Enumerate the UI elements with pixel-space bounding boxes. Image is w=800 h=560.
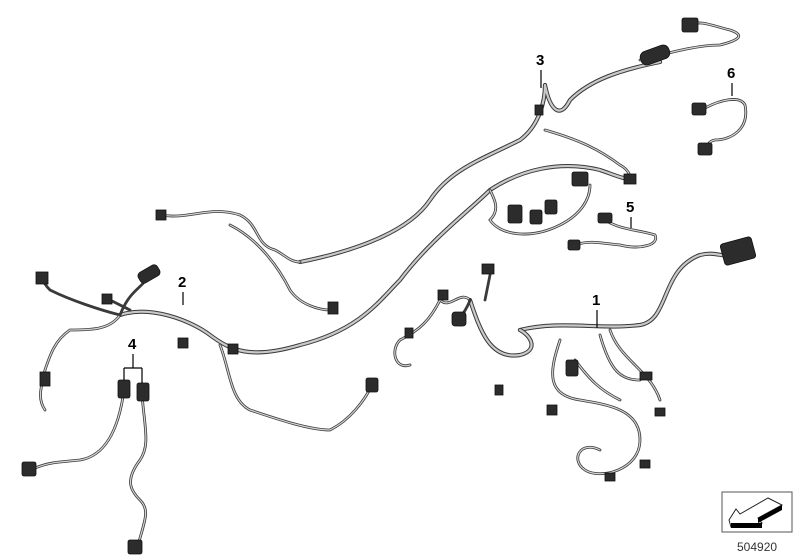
harness-2-3[interactable] — [35, 17, 741, 432]
leader-lines — [123, 70, 733, 383]
harness-5[interactable] — [567, 212, 658, 251]
callout-6: 6 — [727, 65, 736, 82]
callout-5: 5 — [626, 199, 635, 216]
harness-6[interactable] — [691, 98, 748, 156]
part-number: 504920 — [737, 540, 778, 554]
harness-4[interactable] — [21, 379, 150, 555]
callout-3: 3 — [536, 52, 545, 69]
callout-1: 1 — [592, 292, 601, 309]
callout-4: 4 — [128, 336, 137, 353]
harness-1[interactable] — [393, 236, 757, 482]
callout-2: 2 — [178, 274, 187, 291]
arrow-orientation-icon — [721, 491, 793, 533]
